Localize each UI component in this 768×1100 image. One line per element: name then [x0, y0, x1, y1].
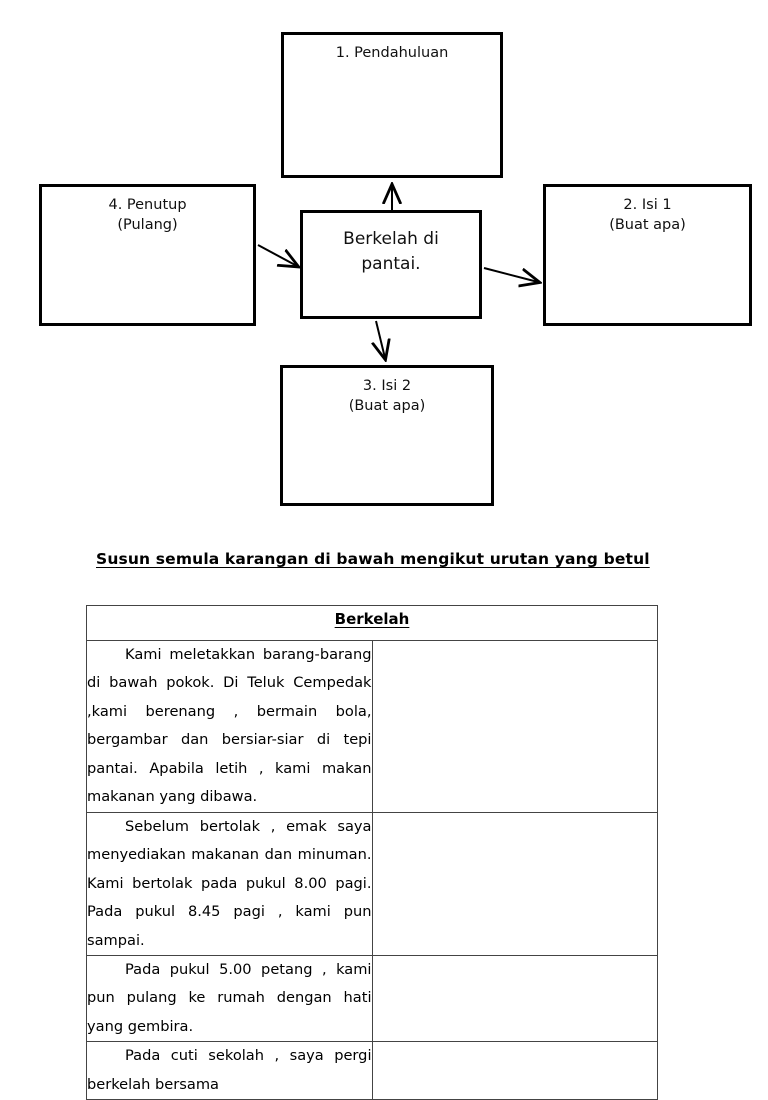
answer-cell-4[interactable]	[371, 1041, 658, 1100]
table-row: Pada cuti sekolah , saya pergi berkelah …	[86, 1041, 658, 1100]
mind-map-diagram: 1. Pendahuluan 4. Penutup (Pulang) Berke…	[0, 0, 768, 530]
table-row: Pada pukul 5.00 petang , kami pun pulang…	[86, 954, 658, 1043]
table-row: Sebelum bertolak , emak saya menyediakan…	[86, 811, 658, 956]
center-topic-line1: Berkelah di	[343, 229, 439, 249]
diagram-node-penutup[interactable]: 4. Penutup (Pulang)	[39, 184, 256, 326]
node-penutup-line2: (Pulang)	[117, 216, 178, 233]
passage-cell-4: Pada cuti sekolah , saya pergi berkelah …	[86, 1041, 373, 1100]
answer-cell-2[interactable]	[371, 811, 658, 956]
arrow-center-to-isi1	[483, 267, 538, 282]
instruction-heading: Susun semula karangan di bawah mengikut …	[96, 550, 650, 568]
node-isi2-line2: (Buat apa)	[348, 397, 426, 414]
table-row: Kami meletakkan barang-barang di bawah p…	[86, 640, 658, 813]
node-pendahuluan-line1: 1. Pendahuluan	[335, 45, 449, 61]
diagram-node-isi-2[interactable]: 3. Isi 2 (Buat apa)	[280, 365, 494, 506]
center-topic-line2: pantai.	[361, 253, 421, 274]
node-isi2-line1: 3. Isi 2	[362, 378, 412, 394]
passage-cell-2: Sebelum bertolak , emak saya menyediakan…	[86, 811, 373, 956]
arrow-penutup-to-center	[257, 244, 297, 266]
node-isi1-line2: (Buat apa)	[609, 216, 686, 233]
answer-cell-3[interactable]	[371, 954, 658, 1043]
table-header-berkelah: Berkelah	[86, 605, 658, 641]
table-header-label: Berkelah	[334, 610, 410, 628]
arrow-center-to-isi2	[376, 320, 385, 358]
diagram-node-isi-1[interactable]: 2. Isi 1 (Buat apa)	[543, 184, 752, 326]
answer-cell-1[interactable]	[371, 640, 658, 813]
passage-cell-1: Kami meletakkan barang-barang di bawah p…	[86, 640, 373, 813]
passage-cell-3: Pada pukul 5.00 petang , kami pun pulang…	[86, 954, 373, 1043]
table-header-row: Berkelah	[86, 605, 658, 641]
diagram-node-pendahuluan[interactable]: 1. Pendahuluan	[281, 32, 503, 178]
node-isi1-line1: 2. Isi 1	[623, 197, 672, 213]
passage-ordering-table: Berkelah Kami meletakkan barang-barang d…	[86, 605, 658, 1100]
diagram-node-center-topic[interactable]: Berkelah di pantai.	[300, 210, 482, 319]
node-penutup-line1: 4. Penutup	[108, 197, 187, 213]
